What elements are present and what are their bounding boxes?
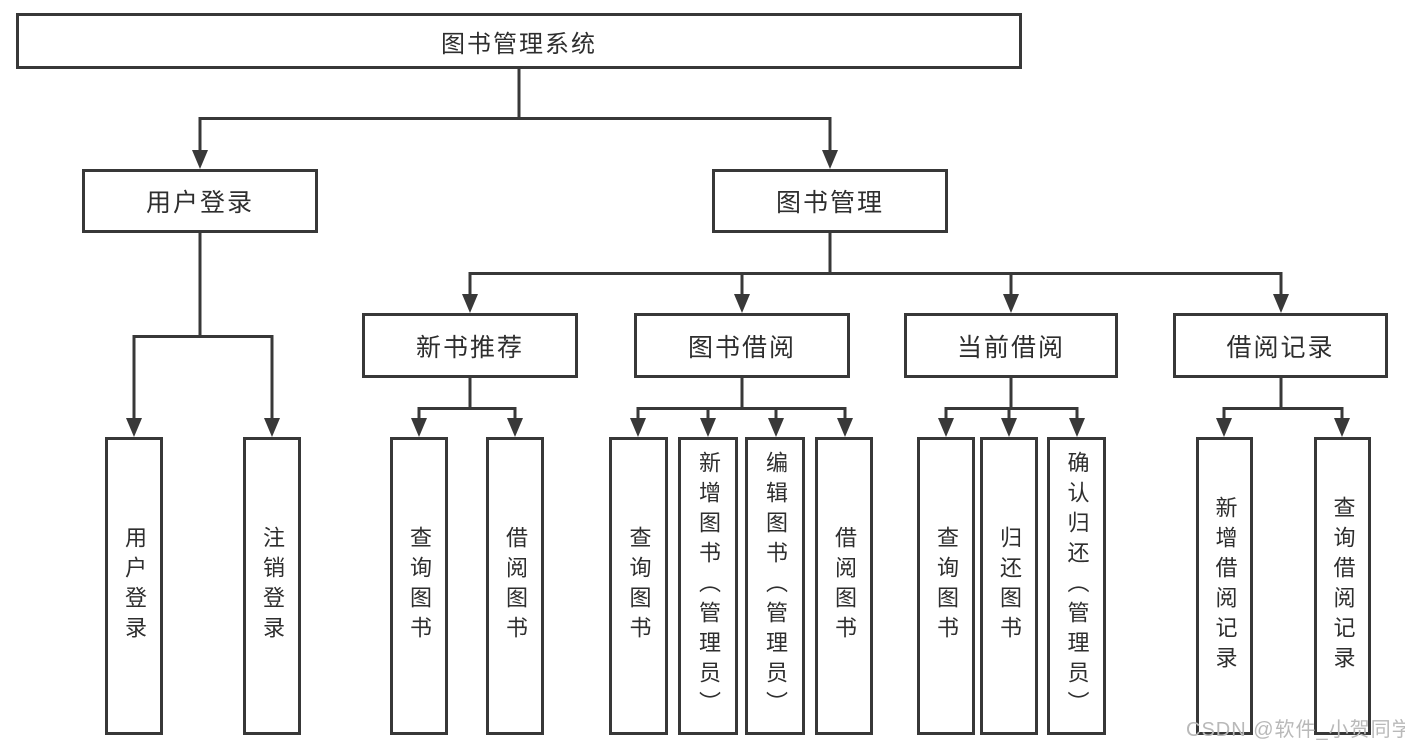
- node-label: 借阅记录: [1226, 333, 1335, 362]
- node-label: 借阅图书: [832, 526, 857, 646]
- diagram-node-borrow-record: 借阅记录: [1173, 313, 1388, 378]
- diagram-node-book-management: 图书管理: [712, 169, 948, 233]
- node-label: 图书管理系统: [441, 30, 597, 58]
- leaf-node-return-book: 归还图书: [980, 437, 1038, 735]
- node-label: 新书推荐: [415, 333, 524, 362]
- node-label: 新增借阅记录: [1212, 496, 1238, 676]
- diagram-node-new-book-recommend: 新书推荐: [362, 313, 578, 378]
- diagram-node-root: 图书管理系统: [16, 13, 1022, 69]
- leaf-node-confirm-return-admin: 确认归还（管理员）: [1047, 437, 1106, 735]
- node-label: 查询图书: [626, 526, 652, 646]
- node-label: 用户登录: [122, 526, 147, 646]
- leaf-node-user-login: 用户登录: [105, 437, 163, 735]
- node-label: 当前借阅: [956, 333, 1065, 362]
- node-label: 图书管理: [775, 189, 884, 217]
- node-label: 新增图书（管理员）: [696, 451, 721, 721]
- node-label: 用户登录: [145, 189, 254, 217]
- node-label: 归还图书: [997, 526, 1022, 646]
- node-label: 编辑图书（管理员）: [763, 451, 788, 721]
- leaf-node-add-book-admin: 新增图书（管理员）: [678, 437, 738, 735]
- leaf-node-query-borrow-record: 查询借阅记录: [1314, 437, 1371, 735]
- csdn-watermark: CSDN @软件_小贺同学: [1186, 719, 1405, 741]
- diagram-node-user-login: 用户登录: [82, 169, 318, 233]
- node-label: 确认归还（管理员）: [1064, 451, 1090, 721]
- leaf-node-logout: 注销登录: [243, 437, 301, 735]
- leaf-node-query-book: 查询图书: [609, 437, 668, 735]
- leaf-node-borrow-book: 借阅图书: [815, 437, 873, 735]
- node-label: 注销登录: [260, 526, 285, 646]
- node-label: 查询图书: [407, 526, 432, 646]
- leaf-node-query-book: 查询图书: [917, 437, 975, 735]
- leaf-node-add-borrow-record: 新增借阅记录: [1196, 437, 1253, 735]
- diagram-node-book-borrow: 图书借阅: [634, 313, 850, 378]
- leaf-node-borrow-book: 借阅图书: [486, 437, 544, 735]
- leaf-node-query-book: 查询图书: [390, 437, 448, 735]
- diagram-node-current-borrow: 当前借阅: [904, 313, 1118, 378]
- leaf-node-edit-book-admin: 编辑图书（管理员）: [745, 437, 805, 735]
- node-label: 查询图书: [934, 526, 959, 646]
- node-label: 查询借阅记录: [1330, 496, 1356, 676]
- node-label: 图书借阅: [687, 333, 796, 362]
- node-label: 借阅图书: [503, 526, 528, 646]
